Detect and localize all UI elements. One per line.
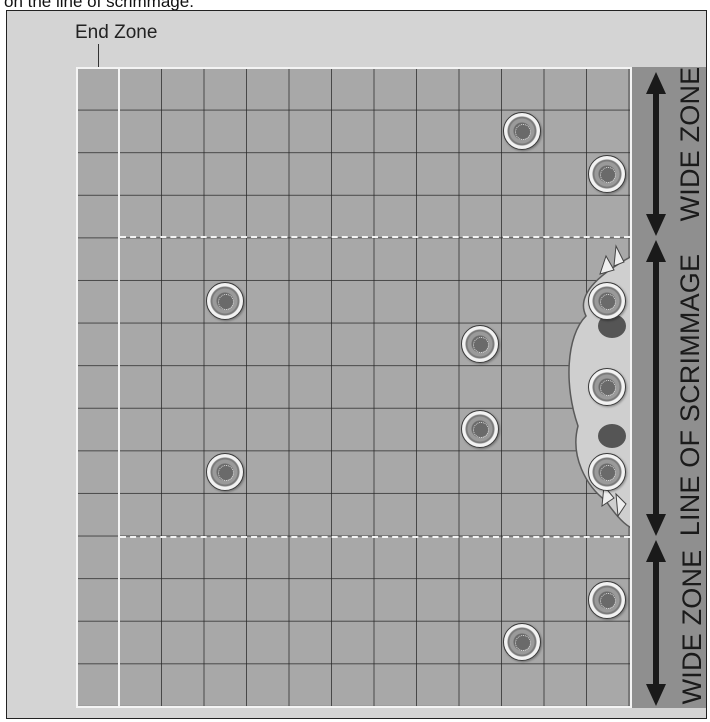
end-zone-line bbox=[118, 67, 120, 708]
wide-zone-top-arrow-icon bbox=[644, 72, 668, 236]
wide-zone-bottom-label: WIDE ZONE bbox=[677, 537, 707, 717]
player-token-icon[interactable] bbox=[588, 453, 626, 491]
player-token-icon[interactable] bbox=[588, 155, 626, 193]
wide-zone-top-label: WIDE ZONE bbox=[675, 54, 705, 234]
player-token-icon[interactable] bbox=[461, 410, 499, 448]
pitch-grid[interactable] bbox=[76, 67, 632, 708]
player-token-icon[interactable] bbox=[588, 581, 626, 619]
line-of-scrimmage-arrow-icon bbox=[644, 240, 668, 536]
wide-zone-boundary-top bbox=[120, 236, 630, 238]
line-of-scrimmage-label: LINE OF SCRIMMAGE bbox=[675, 235, 705, 555]
end-zone-label: End Zone bbox=[75, 22, 157, 44]
wide-zone-bottom-arrow-icon bbox=[644, 540, 668, 706]
player-token-icon[interactable] bbox=[461, 325, 499, 363]
wide-zone-boundary-bottom bbox=[120, 536, 630, 538]
player-token-icon[interactable] bbox=[588, 368, 626, 406]
player-token-icon[interactable] bbox=[206, 282, 244, 320]
player-token-icon[interactable] bbox=[503, 112, 541, 150]
player-token-icon[interactable] bbox=[206, 453, 244, 491]
